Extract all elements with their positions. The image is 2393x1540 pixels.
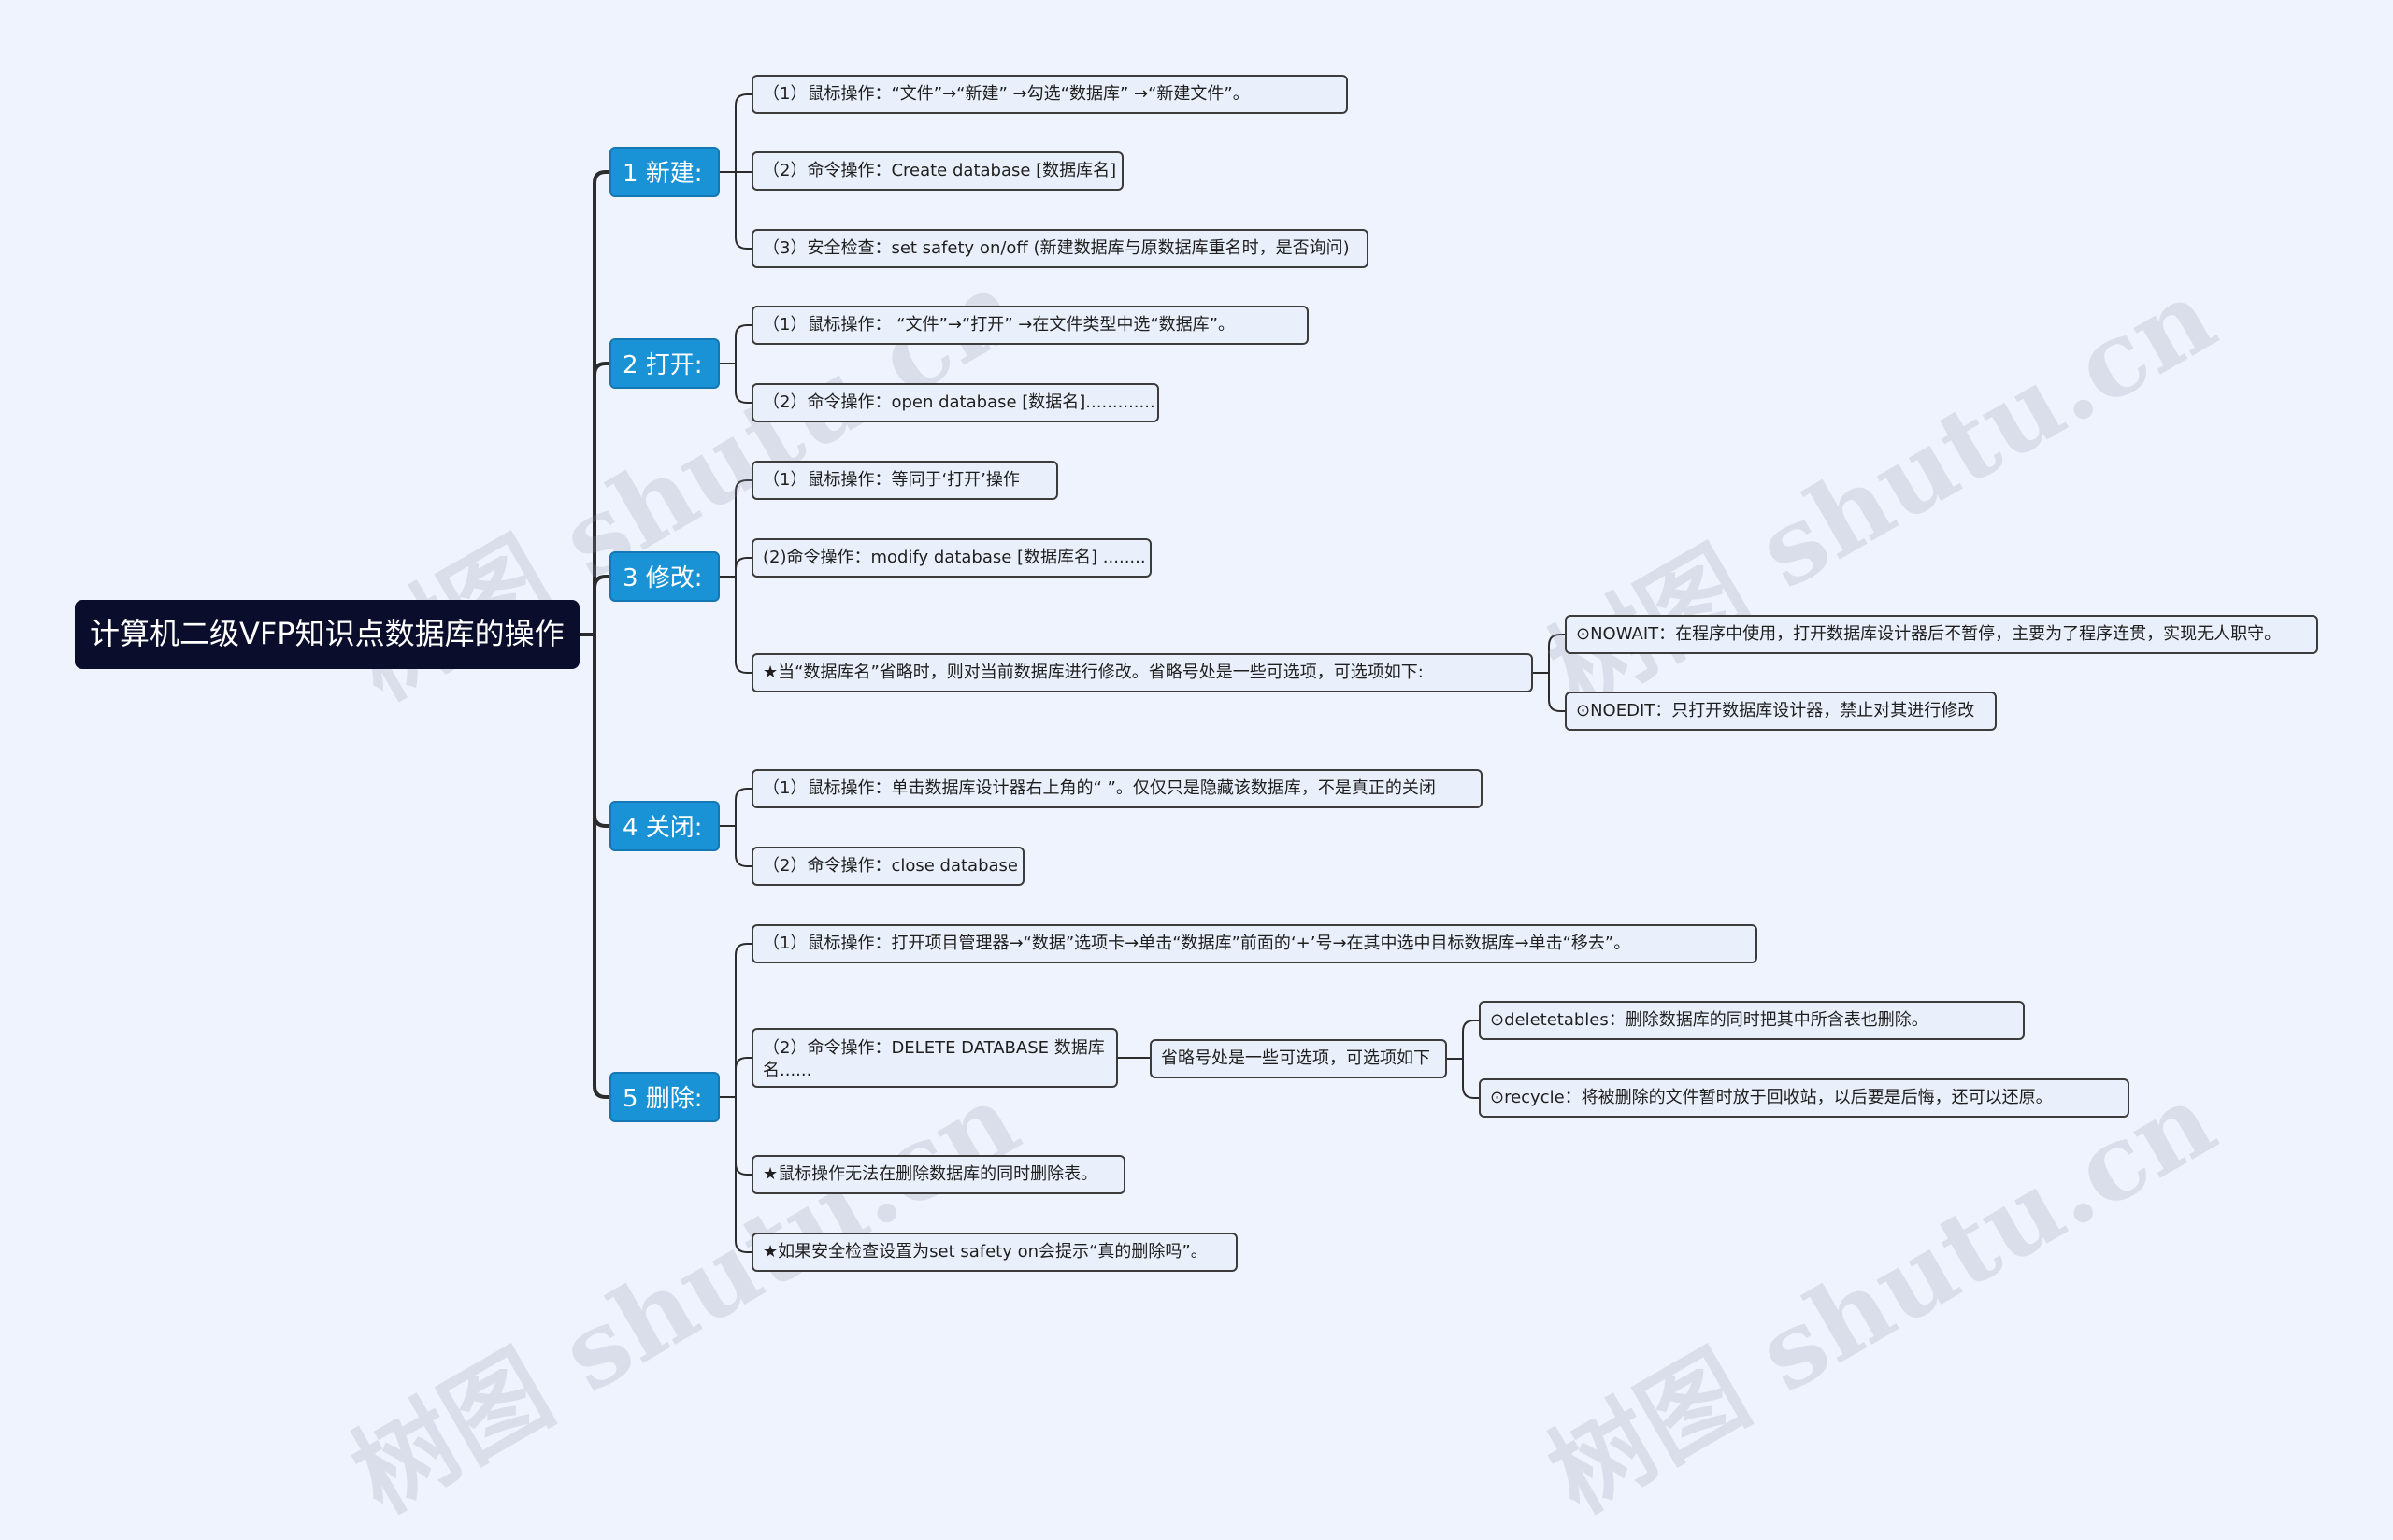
connector	[735, 364, 752, 404]
connector	[735, 1097, 752, 1176]
connector	[593, 635, 609, 828]
connector	[735, 557, 752, 577]
leaf-close-command[interactable]: （2）命令操作：close database	[752, 847, 1025, 886]
leaf-delete-options[interactable]: 省略号处是一些可选项，可选项如下	[1150, 1039, 1447, 1078]
leaf-modify-mouse[interactable]: （1）鼠标操作：等同于‘打开’操作	[752, 461, 1058, 500]
connector	[1548, 673, 1565, 712]
connector	[735, 324, 752, 364]
connector	[735, 788, 752, 826]
leaf-delete-command[interactable]: （2）命令操作：DELETE DATABASE 数据库名......	[752, 1028, 1118, 1088]
connector-lines	[580, 93, 1565, 1253]
leaf-modify-nowait[interactable]: ⊙NOWAIT：在程序中使用，打开数据库设计器后不暂停，主要为了程序连贯，实现无…	[1565, 615, 2318, 654]
branch-new[interactable]: 1 新建:	[609, 147, 720, 197]
connector	[735, 93, 752, 172]
connector	[1548, 634, 1565, 673]
leaf-modify-note[interactable]: ★当“数据库名”省略时，则对当前数据库进行修改。省略号处是一些可选项，可选项如下…	[752, 653, 1533, 692]
leaf-modify-command[interactable]: (2)命令操作：modify database [数据库名] ........	[752, 538, 1152, 578]
leaf-delete-recycle[interactable]: ⊙recycle：将被删除的文件暂时放于回收站，以后要是后悔，还可以还原。	[1479, 1078, 2129, 1118]
branch-close[interactable]: 4 关闭:	[609, 801, 720, 851]
connector	[735, 577, 752, 674]
connector	[735, 1097, 752, 1253]
branch-delete[interactable]: 5 删除:	[609, 1072, 720, 1122]
connector	[735, 172, 752, 250]
leaf-new-mouse[interactable]: （1）鼠标操作：“文件”→“新建” →勾选“数据库” →“新建文件”。	[752, 75, 1348, 114]
leaf-delete-note-mouse[interactable]: ★鼠标操作无法在删除数据库的同时删除表。	[752, 1155, 1125, 1194]
connector	[593, 635, 609, 1099]
connector	[735, 826, 752, 867]
leaf-open-mouse[interactable]: （1）鼠标操作： “文件”→“打开” →在文件类型中选“数据库”。	[752, 306, 1309, 345]
leaf-new-command[interactable]: （2）命令操作：Create database [数据库名]	[752, 151, 1124, 191]
branch-modify[interactable]: 3 修改:	[609, 551, 720, 602]
leaf-delete-mouse[interactable]: （1）鼠标操作：打开项目管理器→“数据”选项卡→单击“数据库”前面的‘+’号→在…	[752, 924, 1757, 963]
mindmap-canvas: 树图 shutu.cn 树图 shutu.cn 树图 shutu.cn 树图 s…	[75, 75, 2318, 1535]
connector	[735, 943, 752, 1097]
leaf-delete-deletetables[interactable]: ⊙deletetables：删除数据库的同时把其中所含表也删除。	[1479, 1001, 2025, 1040]
connector	[735, 479, 752, 577]
connector	[1462, 1020, 1479, 1059]
connector	[735, 1057, 752, 1097]
branch-open[interactable]: 2 打开:	[609, 338, 720, 389]
connector	[593, 575, 609, 635]
connector	[1462, 1059, 1479, 1099]
leaf-new-safety[interactable]: （3）安全检查：set safety on/off (新建数据库与原数据库重名时…	[752, 229, 1368, 268]
leaf-delete-note-safety[interactable]: ★如果安全检查设置为set safety on会提示“真的删除吗”。	[752, 1233, 1238, 1272]
connector	[593, 170, 609, 635]
connector	[593, 362, 609, 635]
leaf-close-mouse[interactable]: （1）鼠标操作：单击数据库设计器右上角的“ ”。仅仅只是隐藏该数据库，不是真正的…	[752, 769, 1483, 808]
leaf-open-command[interactable]: （2）命令操作：open database [数据名].............	[752, 383, 1159, 422]
leaf-modify-noedit[interactable]: ⊙NOEDIT：只打开数据库设计器，禁止对其进行修改	[1565, 692, 1997, 731]
root-topic[interactable]: 计算机二级VFP知识点数据库的操作	[75, 600, 580, 669]
